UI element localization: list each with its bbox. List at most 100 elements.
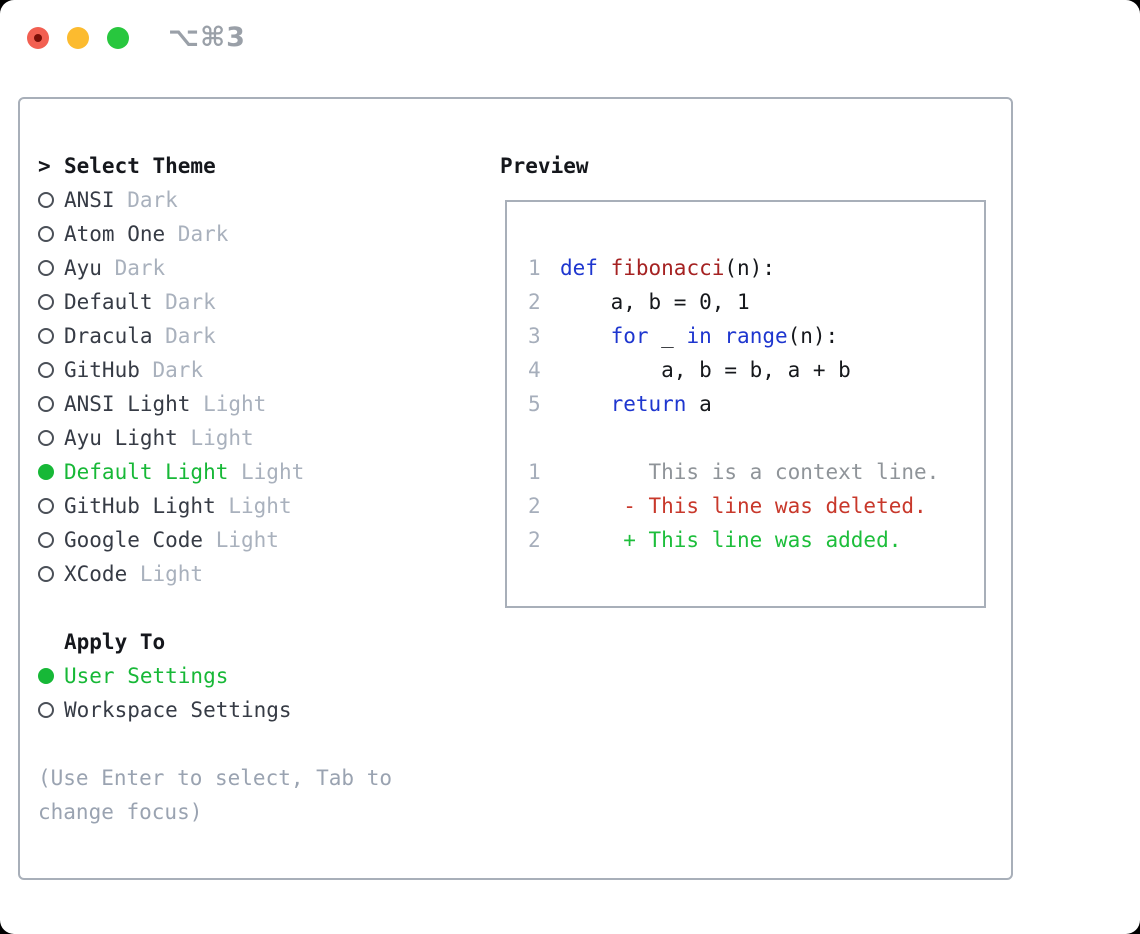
theme-option-dracula-dark[interactable]: Dracula Dark — [38, 319, 488, 353]
radio-cell — [38, 285, 64, 319]
theme-option-default-dark[interactable]: Default Dark — [38, 285, 488, 319]
close-button[interactable] — [27, 27, 49, 49]
theme-name: XCode — [64, 562, 140, 586]
radio-cell — [38, 421, 64, 455]
theme-name: Default — [64, 290, 166, 314]
theme-variant: Dark — [114, 256, 166, 280]
theme-variant: Light — [215, 528, 279, 552]
spacer — [38, 727, 488, 761]
token-keyword: def — [560, 256, 598, 280]
minimize-button[interactable] — [67, 27, 89, 49]
token-plain: a — [686, 392, 712, 416]
theme-option-ayu-light-light[interactable]: Ayu Light Light — [38, 421, 488, 455]
theme-option-xcode-light[interactable]: XCode Light — [38, 557, 488, 591]
radio-cell — [38, 455, 64, 489]
radio-cell — [38, 387, 64, 421]
apply-option-workspace-settings[interactable]: Workspace Settings — [38, 693, 488, 727]
radio-icon — [38, 566, 54, 582]
theme-name: GitHub — [64, 358, 153, 382]
line-number: 2 — [528, 290, 541, 314]
radio-icon — [38, 226, 54, 242]
code-text: for _ in range(n): — [560, 319, 839, 353]
line-number: 5 — [528, 392, 541, 416]
radio-icon — [38, 668, 54, 684]
radio-icon — [38, 464, 54, 480]
token-keyword: return — [610, 392, 687, 416]
apply-option-label: User Settings — [64, 664, 229, 688]
theme-name: GitHub Light — [64, 494, 229, 518]
diff-line-context: 1 This is a context line. — [528, 455, 984, 489]
theme-variant: Light — [228, 494, 292, 518]
theme-variant: Dark — [177, 222, 229, 246]
theme-name: Ayu — [64, 256, 115, 280]
diff-line-deleted: 2 - This line was deleted. — [528, 489, 984, 523]
apply-option-user-settings[interactable]: User Settings — [38, 659, 488, 693]
token-keyword: in — [686, 324, 712, 348]
theme-variant: Dark — [165, 290, 216, 314]
radio-icon — [38, 532, 54, 548]
code-line: 5 return a — [528, 387, 984, 421]
code-text: a, b = b, a + b — [560, 353, 851, 387]
token-plain — [598, 256, 611, 280]
token-plain: (n): — [787, 324, 839, 348]
radio-cell — [38, 319, 64, 353]
line-number: 4 — [528, 358, 541, 382]
theme-name: Ayu Light — [64, 426, 191, 450]
code-text: return a — [560, 387, 712, 421]
theme-name: Google Code — [64, 528, 216, 552]
radio-cell — [38, 659, 64, 693]
theme-variant: Dark — [127, 188, 178, 212]
radio-icon — [38, 362, 54, 378]
diff-block: 1 This is a context line.2 - This line w… — [528, 455, 984, 557]
theme-option-ansi-light-light[interactable]: ANSI Light Light — [38, 387, 488, 421]
line-number: 3 — [528, 324, 541, 348]
token-plain: a, b = 0, 1 — [560, 290, 750, 314]
help-text-line-2: change focus) — [38, 800, 203, 824]
theme-name: Default Light — [64, 460, 242, 484]
radio-cell — [38, 251, 64, 285]
token-plain — [560, 392, 611, 416]
radio-cell — [38, 489, 64, 523]
radio-icon — [38, 192, 54, 208]
theme-option-ansi-dark[interactable]: ANSI Dark — [38, 183, 488, 217]
select-theme-header: > Select Theme — [38, 149, 488, 183]
theme-variant: Light — [241, 460, 305, 484]
theme-option-github-dark[interactable]: GitHub Dark — [38, 353, 488, 387]
apply-to-title: Apply To — [64, 630, 166, 654]
theme-option-google-code-light[interactable]: Google Code Light — [38, 523, 488, 557]
theme-variant: Light — [190, 426, 254, 450]
theme-option-default-light-light[interactable]: Default Light Light — [38, 455, 488, 489]
code-line: 3 for _ in range(n): — [528, 319, 984, 353]
window-shortcut: ⌥⌘3 — [168, 22, 246, 53]
radio-cell — [38, 557, 64, 591]
token-keyword: for — [610, 324, 649, 348]
theme-option-github-light-light[interactable]: GitHub Light Light — [38, 489, 488, 523]
spacer — [528, 421, 984, 455]
line-number: 2 — [528, 494, 541, 518]
radio-cell — [38, 183, 64, 217]
diff-text: + This line was added. — [560, 528, 902, 552]
theme-option-atom-one-dark[interactable]: Atom One Dark — [38, 217, 488, 251]
theme-option-ayu-dark[interactable]: Ayu Dark — [38, 251, 488, 285]
select-theme-title: Select Theme — [64, 154, 216, 178]
selection-prompt-icon: > — [38, 154, 64, 178]
radio-icon — [38, 260, 54, 276]
token-plain: a, b = b, a + b — [560, 358, 851, 382]
token-plain — [712, 324, 725, 348]
indent-cell — [38, 625, 64, 659]
zoom-button[interactable] — [107, 27, 129, 49]
apply-to-header: Apply To — [38, 625, 488, 659]
token-plain: (n): — [724, 256, 775, 280]
radio-cell — [38, 523, 64, 557]
theme-name: ANSI — [64, 188, 128, 212]
radio-icon — [38, 396, 54, 412]
diff-line-added: 2 + This line was added. — [528, 523, 984, 557]
line-number: 2 — [528, 528, 541, 552]
theme-name: ANSI Light — [64, 392, 204, 416]
radio-cell — [38, 693, 64, 727]
